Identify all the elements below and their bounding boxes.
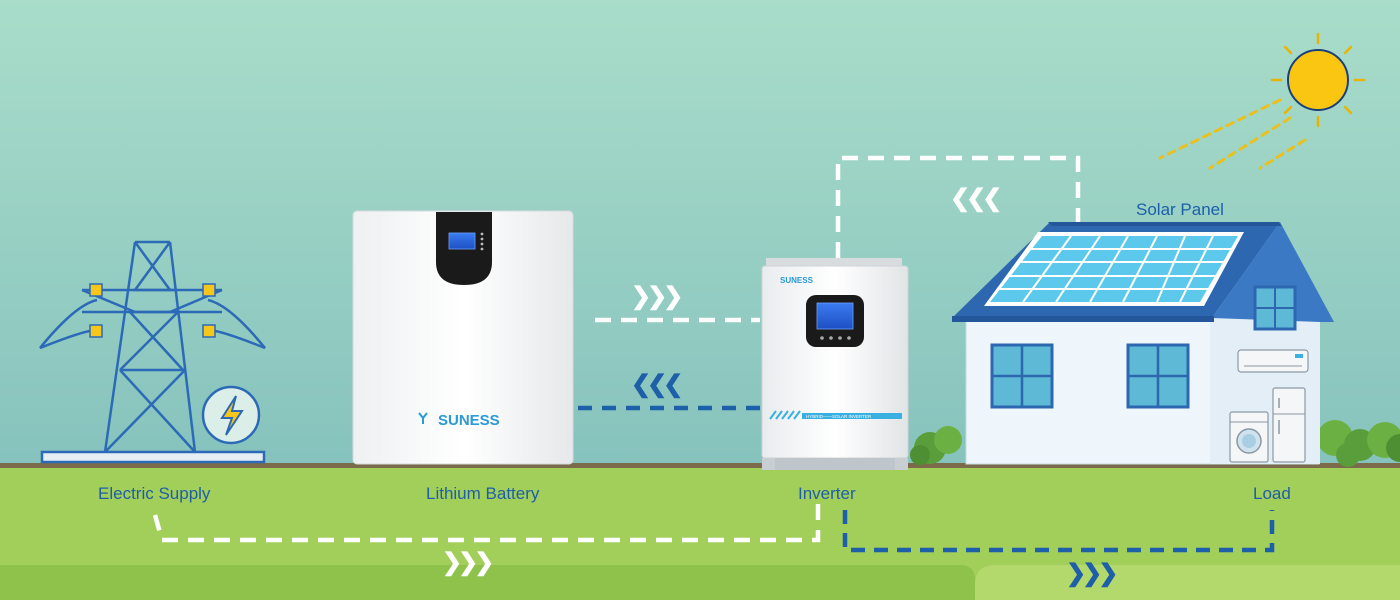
ground-line	[0, 463, 1400, 468]
arrow-left-inverter-battery: ❮❮❮	[631, 371, 683, 398]
solar-panel-array	[984, 232, 1244, 306]
house-window	[990, 343, 1054, 409]
arrow-left-solar: ❮❮❮	[950, 185, 1002, 212]
bushes	[910, 420, 1400, 467]
arrow-right-battery-inverter: ❯❯❯	[631, 283, 683, 310]
label-electric-supply: Electric Supply	[98, 484, 211, 503]
label-lithium-battery: Lithium Battery	[426, 484, 540, 503]
inverter-unit: SUNESS HYBRID——SOLAR INVERTER	[761, 258, 909, 470]
grass-lower-band	[0, 565, 975, 600]
label-inverter: Inverter	[798, 484, 856, 503]
refrigerator-icon	[1272, 387, 1306, 463]
flow-lines	[152, 155, 1275, 553]
air-conditioner-icon	[1237, 349, 1309, 373]
arrow-right-load: ❯❯❯	[1066, 560, 1118, 587]
lightning-bolt-icon	[201, 385, 261, 445]
flow-inverter-to-load	[842, 510, 1275, 553]
label-load: Load	[1253, 484, 1291, 503]
washing-machine-icon	[1229, 411, 1269, 463]
grass-lower-right	[975, 565, 1400, 600]
house	[952, 222, 1334, 465]
house-window	[1126, 343, 1190, 409]
power-pylon-icon	[39, 240, 266, 464]
sun-icon	[1158, 32, 1366, 170]
inverter-brand: SUNESS	[780, 276, 814, 285]
label-solar-panel: Solar Panel	[1136, 200, 1224, 219]
flow-grid-to-inverter	[152, 498, 821, 543]
lithium-battery: SUNESS	[352, 210, 574, 465]
arrow-right-grid: ❯❯❯	[442, 549, 494, 576]
inverter-stripe-text: HYBRID——SOLAR INVERTER	[806, 414, 872, 419]
attic-window	[1253, 285, 1297, 331]
flow-solar-to-inverter	[835, 155, 1081, 258]
battery-brand: SUNESS	[438, 412, 500, 429]
